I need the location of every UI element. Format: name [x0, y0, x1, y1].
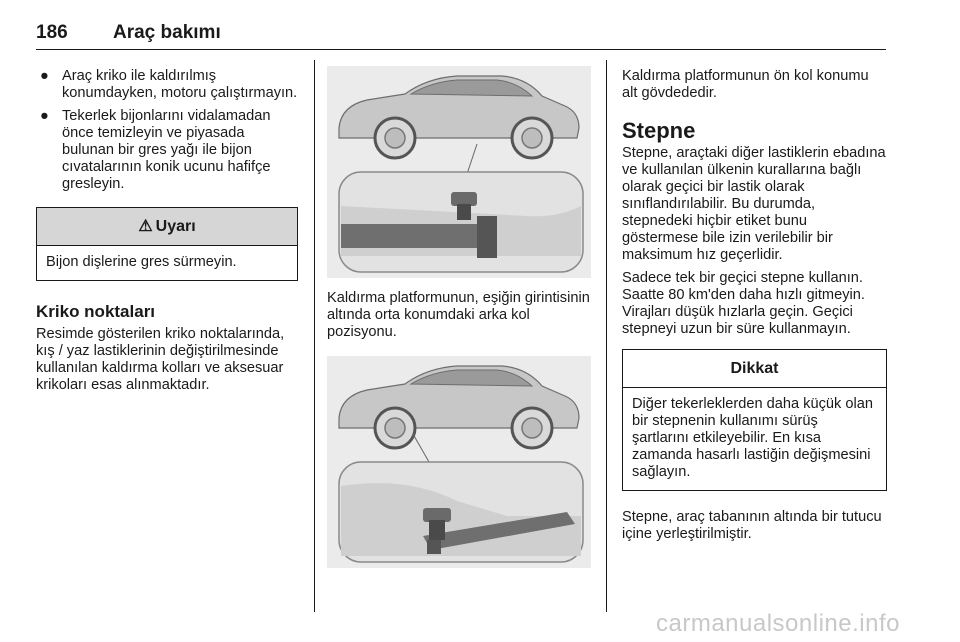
- figure-front-lift-point: [327, 356, 591, 568]
- car-front-lift-illustration: [327, 356, 591, 568]
- car-lift-illustration: [327, 66, 591, 278]
- section-heading: Kriko noktaları: [36, 302, 156, 321]
- bullet-item: ● Tekerlek bijonlarını vidalamadan önce …: [36, 108, 298, 193]
- column-3: Kaldırma platformunun ön kol konumu alt …: [622, 68, 887, 549]
- page-title: Araç bakımı: [113, 22, 221, 43]
- warning-box-header: ⚠Uyarı: [37, 208, 297, 246]
- bullet-dot: ●: [40, 108, 49, 124]
- section-heading: Stepne: [622, 118, 696, 143]
- figure-caption: Kaldırma platformunun, eşiğin girintisin…: [327, 290, 590, 340]
- warning-box-text: Bijon dişlerine gres sürmeyin.: [46, 254, 237, 270]
- section-paragraph: Resimde gösterilen kriko noktalarında, k…: [36, 326, 285, 393]
- column-1: ● Araç kriko ile kaldırılmış konumdayken…: [36, 68, 298, 400]
- warning-box-title: Uyarı: [155, 218, 196, 235]
- notice-box: Dikkat Diğer tekerleklerden daha küçük o…: [622, 349, 887, 491]
- figure-rear-lift-point: [327, 66, 591, 278]
- page-number: 186: [36, 22, 68, 43]
- stepne-paragraph-2: Sadece tek bir geçici stepne kullanın. S…: [622, 270, 865, 337]
- bullet-item: ● Araç kriko ile kaldırılmış konumdayken…: [36, 68, 298, 102]
- bullet-dot: ●: [40, 68, 49, 84]
- column-divider-2: [606, 60, 607, 612]
- intro-paragraph: Kaldırma platformunun ön kol konumu alt …: [622, 68, 869, 101]
- notice-box-header: Dikkat: [623, 350, 886, 388]
- warning-triangle-icon: ⚠: [138, 218, 153, 235]
- stepne-paragraph-1: Stepne, araçtaki diğer lastiklerin ebadı…: [622, 145, 886, 263]
- stepne-paragraph-3: Stepne, araç tabanının altında bir tutuc…: [622, 509, 882, 542]
- column-divider-1: [314, 60, 315, 612]
- column-2-caption: Kaldırma platformunun, eşiğin girintisin…: [327, 290, 592, 347]
- bullet-text: Araç kriko ile kaldırılmış konumdayken, …: [62, 68, 298, 101]
- notice-box-text: Diğer tekerleklerden daha küçük olan bir…: [632, 396, 873, 480]
- warning-box: ⚠Uyarı Bijon dişlerine gres sürmeyin.: [36, 207, 298, 281]
- bullet-text: Tekerlek bijonlarını vidalamadan önce te…: [62, 108, 271, 192]
- watermark: carmanualsonline.info: [656, 610, 900, 637]
- header-rule: [36, 49, 886, 50]
